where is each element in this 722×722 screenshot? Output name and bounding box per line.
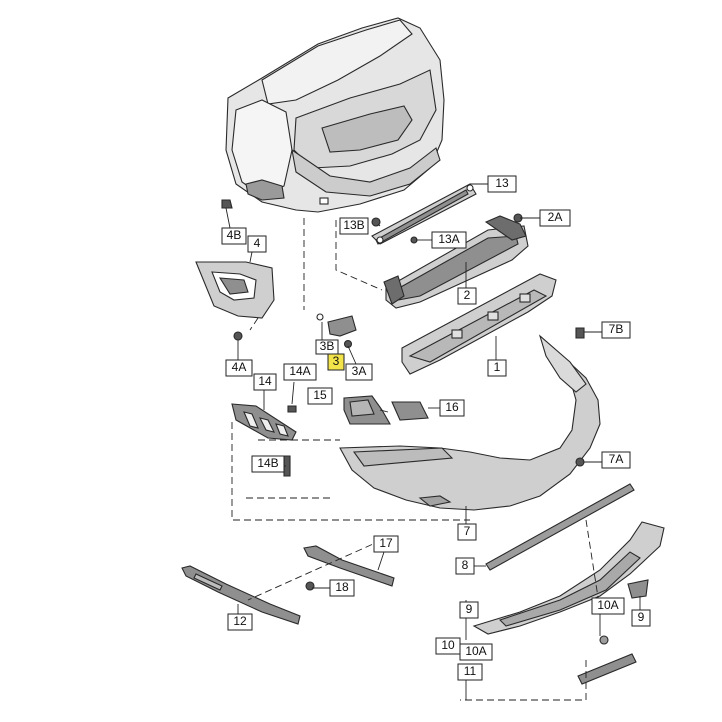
part-16-cover	[391, 401, 429, 421]
svg-text:10: 10	[441, 638, 455, 652]
part-15-cover	[343, 395, 391, 425]
callout-7B: 7B	[601, 321, 631, 339]
construction-lines	[231, 218, 601, 701]
svg-text:10A: 10A	[465, 644, 486, 658]
svg-text:9: 9	[638, 610, 645, 624]
callout-7A: 7A	[601, 451, 631, 469]
callout-4: 4	[247, 235, 267, 253]
part-10-trim	[577, 635, 637, 685]
svg-text:1: 1	[494, 360, 501, 374]
part-13-bracket	[371, 183, 477, 245]
svg-text:3B: 3B	[320, 339, 335, 353]
svg-text:12: 12	[233, 614, 247, 628]
svg-text:10A: 10A	[597, 598, 618, 612]
callout-8: 8	[455, 557, 475, 575]
part-17-bracket	[303, 545, 395, 587]
vehicle-rear-body	[225, 17, 445, 213]
callout-4B: 4B	[221, 227, 247, 245]
svg-text:14B: 14B	[257, 456, 278, 470]
callout-14: 14	[253, 373, 277, 391]
svg-text:2A: 2A	[548, 210, 563, 224]
svg-text:14: 14	[258, 374, 272, 388]
svg-text:9: 9	[466, 602, 473, 616]
svg-text:13A: 13A	[438, 232, 459, 246]
callout-11: 11	[457, 663, 483, 681]
svg-text:7A: 7A	[609, 452, 624, 466]
svg-text:18: 18	[335, 580, 349, 594]
svg-text:7: 7	[464, 524, 471, 538]
callout-13A: 13A	[431, 231, 467, 249]
callout-10A-right: 10A	[591, 597, 625, 615]
svg-text:7B: 7B	[609, 322, 624, 336]
callout-3: 3	[327, 353, 345, 371]
callout-4A: 4A	[225, 359, 253, 377]
part-4-side-bracket	[195, 261, 275, 319]
svg-text:4A: 4A	[232, 360, 247, 374]
svg-text:16: 16	[445, 400, 459, 414]
part-7-bumper-cover	[339, 334, 601, 511]
part-2-impact-beam	[383, 215, 529, 309]
part-12-bracket	[181, 565, 301, 625]
callout-15: 15	[307, 387, 333, 405]
svg-text:17: 17	[379, 536, 393, 550]
part-3-guide	[316, 313, 357, 337]
callout-18: 18	[329, 579, 355, 597]
callout-13: 13	[487, 175, 517, 193]
svg-text:3: 3	[333, 354, 340, 368]
callout-10A-left: 10A	[459, 643, 493, 661]
callout-10: 10	[435, 637, 461, 655]
callouts: 13 2A 13B 13A 4B 4 2 7B	[221, 175, 651, 681]
part-1-energy-absorber	[401, 273, 557, 375]
svg-text:14A: 14A	[289, 364, 310, 378]
svg-text:13: 13	[495, 176, 509, 190]
callout-1: 1	[487, 359, 507, 377]
svg-text:8: 8	[462, 558, 469, 572]
callout-7: 7	[457, 523, 477, 541]
svg-text:13B: 13B	[343, 218, 364, 232]
callout-16: 16	[439, 399, 465, 417]
leader-lines	[225, 183, 641, 700]
callout-12: 12	[227, 613, 253, 631]
svg-text:2: 2	[464, 288, 471, 302]
callout-9-left: 9	[459, 601, 479, 619]
callout-2: 2	[457, 287, 477, 305]
callout-2A: 2A	[539, 209, 571, 227]
callout-14B: 14B	[251, 455, 285, 473]
callout-17: 17	[373, 535, 399, 553]
svg-text:15: 15	[313, 388, 327, 402]
svg-text:11: 11	[464, 664, 477, 678]
svg-text:3A: 3A	[352, 364, 367, 378]
fasteners	[221, 199, 585, 591]
callout-3A: 3A	[345, 363, 373, 381]
callout-14A: 14A	[283, 363, 317, 381]
svg-text:4B: 4B	[227, 228, 242, 242]
callout-9-right: 9	[631, 609, 651, 627]
part-9-diffuser	[472, 521, 665, 635]
callout-13B: 13B	[339, 217, 369, 235]
callout-3B: 3B	[315, 339, 339, 355]
part-8-trim-strip	[485, 483, 635, 571]
svg-text:4: 4	[254, 236, 261, 250]
